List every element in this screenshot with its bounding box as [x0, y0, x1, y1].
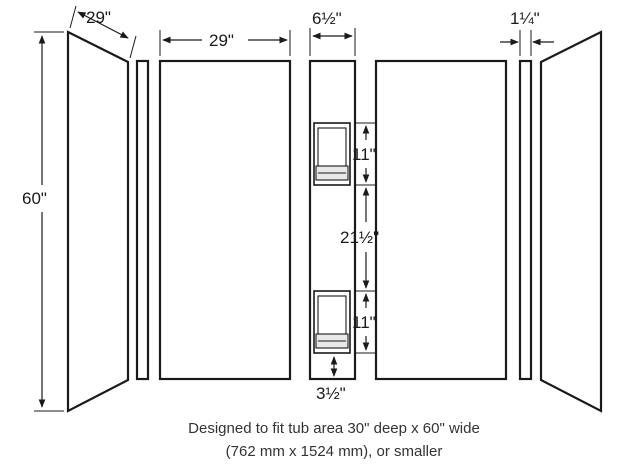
side-depth-label: 29" — [86, 8, 111, 27]
center-width-dimension: 6½" — [309, 9, 356, 56]
right-filler-strip — [518, 59, 533, 381]
left-front-panel — [158, 59, 292, 381]
shelf-dimensions: 11" 21½" 11" 3½" — [316, 122, 379, 403]
center-width-label: 6½" — [312, 9, 342, 28]
filler-width-label: 1¼" — [510, 9, 540, 28]
right-side-panel — [539, 30, 603, 413]
upper-shelf-height-label: 11" — [352, 145, 376, 164]
lower-shelf — [313, 290, 351, 354]
side-depth-dimension: 29" — [69, 5, 137, 59]
filler-width-dimension: 1¼" — [500, 9, 554, 56]
front-width-dimension: 29" — [159, 30, 291, 56]
lower-shelf-height-label: 11" — [352, 313, 376, 332]
upper-shelf — [313, 122, 351, 186]
shelf-spacing-label: 21½" — [340, 228, 379, 247]
height-dimension: 60" — [22, 31, 64, 412]
front-width-label: 29" — [209, 31, 234, 50]
left-side-panel — [66, 30, 130, 413]
shelf-bottom-offset-label: 3½" — [316, 384, 346, 403]
left-filler-strip — [135, 59, 150, 381]
caption-line-2: (762 mm x 1524 mm), or smaller — [226, 443, 443, 460]
right-front-panel — [374, 59, 508, 381]
caption-line-1: Designed to fit tub area 30" deep x 60" … — [188, 420, 480, 437]
height-label: 60" — [22, 189, 47, 208]
